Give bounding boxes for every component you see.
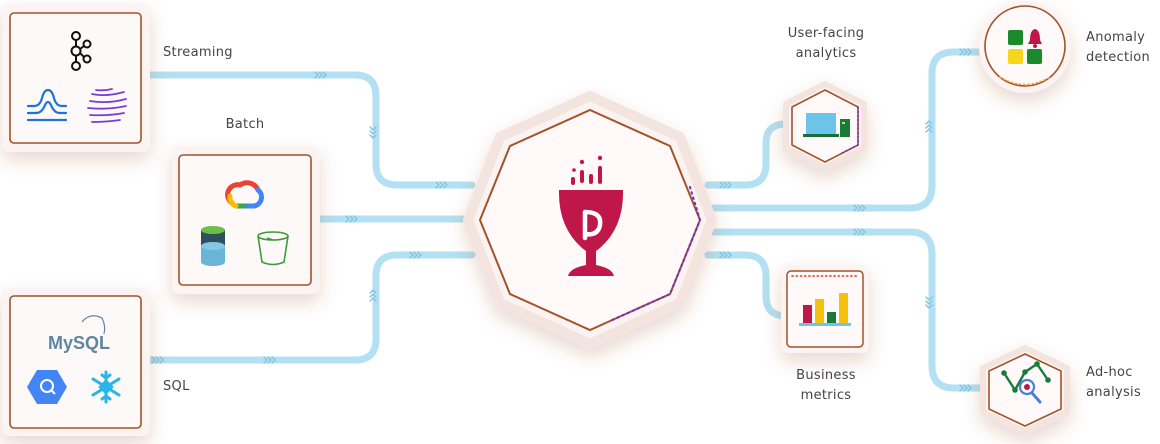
pinot-hub xyxy=(462,90,718,350)
adhoc-analysis-label-line2: analysis xyxy=(1086,385,1142,400)
anomaly-grid-icon xyxy=(1008,29,1042,64)
anomaly-detection-label-line1: Anomaly xyxy=(1086,30,1146,45)
flow-chevrons xyxy=(151,48,972,392)
bigquery-icon xyxy=(27,370,67,404)
anomaly-flow xyxy=(704,48,994,212)
business-metrics-label: Business metrics xyxy=(770,366,882,406)
google-cloud-icon xyxy=(225,180,264,209)
pinot-wine-glass-logo xyxy=(558,155,624,276)
pulsar-icon xyxy=(87,88,127,123)
anomaly-detection-label: Anomaly detection xyxy=(1086,28,1150,68)
business-metrics-node xyxy=(781,265,869,353)
streaming-source-card xyxy=(2,4,150,152)
batch-source-card xyxy=(172,146,320,294)
batch-label: Batch xyxy=(225,117,265,132)
sql-flow xyxy=(142,251,476,364)
user-facing-analytics-node xyxy=(783,80,867,172)
flow-lines xyxy=(142,48,994,392)
kafka-icon xyxy=(70,31,92,71)
magnifier-chart-icon xyxy=(1001,361,1051,404)
delta-lake-icon xyxy=(201,226,225,266)
streaming-label: Streaming xyxy=(163,45,233,60)
s3-bucket-icon xyxy=(257,231,289,266)
sql-label: SQL xyxy=(163,379,190,394)
bar-chart-icon xyxy=(799,293,851,326)
dashboard-icon xyxy=(803,113,850,137)
adhoc-flow xyxy=(704,228,994,392)
sql-source-card: MySQL xyxy=(2,288,150,436)
business-metrics-label-line1: Business xyxy=(796,368,856,383)
business-flow xyxy=(704,251,790,320)
business-metrics-label-line2: metrics xyxy=(800,388,852,403)
mysql-logo: MySQL xyxy=(48,315,110,353)
user-facing-label-line1: User-facing xyxy=(787,26,865,41)
user-facing-label: User-facing analytics xyxy=(770,24,882,64)
mysql-text: MySQL xyxy=(48,333,110,353)
anomaly-detection-label-line2: detection xyxy=(1086,50,1151,65)
snowflake-icon xyxy=(91,370,121,404)
adhoc-analysis-label: Ad-hoc analysis xyxy=(1086,363,1141,403)
user-facing-label-line2: analytics xyxy=(795,46,857,61)
streaming-flow xyxy=(142,71,476,189)
anomaly-detection-node xyxy=(979,1,1071,93)
adhoc-analysis-node xyxy=(980,344,1070,436)
user-facing-flow xyxy=(704,120,790,189)
adhoc-analysis-label-line1: Ad-hoc xyxy=(1086,365,1133,380)
kinesis-icon xyxy=(26,88,68,122)
